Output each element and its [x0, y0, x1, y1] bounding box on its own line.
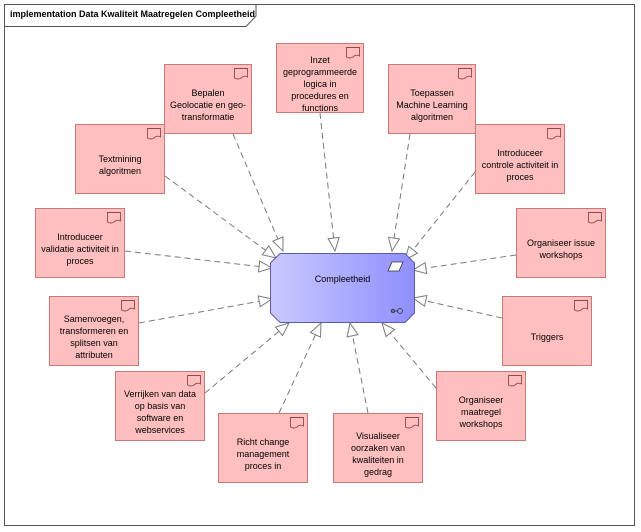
work-package-label: Visualiseer oorzaken van kwaliteiten in … — [350, 431, 406, 477]
work-package-label: Toepassen Machine Learning algoritmen — [396, 88, 468, 122]
work-package-geolocatie[interactable]: Bepalen Geolocatie en geo-transformatie — [164, 64, 252, 134]
work-package-maatregel-workshops[interactable]: Organiseer maatregel workshops — [436, 371, 526, 441]
work-package-label: Richt change management proces in — [236, 437, 290, 471]
work-package-icon — [121, 300, 135, 312]
work-package-icon — [508, 375, 522, 387]
realization-connector — [381, 322, 437, 389]
arrowhead — [261, 244, 278, 259]
work-package-oorzaken[interactable]: Visualiseer oorzaken van kwaliteiten in … — [333, 413, 423, 483]
realization-connector — [319, 112, 336, 252]
work-package-samenvoegen[interactable]: Samenvoegen, transformeren en splitsen v… — [49, 296, 139, 366]
work-package-machine-learning[interactable]: Toepassen Machine Learning algoritmen — [388, 64, 476, 134]
work-package-geprogrammeerde-logica[interactable]: Inzet geprogrammeerde logica in procedur… — [276, 43, 364, 113]
arrowhead — [381, 322, 396, 338]
work-package-label: Verrijken van data op basis van software… — [123, 389, 197, 435]
work-package-issue-workshops[interactable]: Organiseer issue workshops — [516, 208, 606, 278]
outcome-compleetheid[interactable] — [270, 253, 415, 323]
realization-connector — [391, 133, 411, 252]
realization-connector — [164, 175, 277, 259]
realization-connector — [404, 171, 476, 261]
work-package-icon — [547, 128, 561, 140]
work-package-label: Organiseer issue workshops — [526, 238, 596, 260]
work-package-validatie-activiteit[interactable]: Introduceer validatie activiteit in proc… — [35, 208, 125, 278]
realization-connector — [232, 133, 284, 252]
work-package-label: Bepalen Geolocatie en geo-transformatie — [169, 88, 247, 122]
work-package-label: Introduceer controle activiteit in proce… — [481, 148, 559, 182]
work-package-icon — [405, 417, 419, 429]
work-package-icon — [290, 417, 304, 429]
work-package-label: Samenvoegen, transformeren en splitsen v… — [59, 314, 129, 360]
realization-connector — [204, 322, 290, 394]
arrowhead — [257, 260, 274, 273]
work-package-controle-activiteit[interactable]: Introduceer controle activiteit in proce… — [475, 124, 565, 194]
work-package-label: Introduceer validatie activiteit in proc… — [41, 232, 119, 266]
work-package-label: Triggers — [530, 332, 564, 342]
work-package-icon — [574, 300, 588, 312]
work-package-verrijken[interactable]: Verrijken van data op basis van software… — [115, 371, 205, 441]
work-package-icon — [346, 47, 360, 59]
arrowhead — [411, 261, 428, 275]
work-package-icon — [187, 375, 201, 387]
work-package-label: Organiseer maatregel workshops — [458, 395, 504, 429]
work-package-icon — [234, 68, 248, 80]
arrowhead — [257, 295, 274, 308]
work-package-change-management[interactable]: Richt change management proces in — [218, 413, 308, 483]
work-package-icon — [458, 68, 472, 80]
diagram-title: implementation Data Kwaliteit Maatregele… — [10, 9, 256, 19]
realization-connector — [412, 297, 503, 319]
work-package-icon — [147, 128, 161, 140]
realization-connector — [349, 322, 369, 414]
arrowhead — [411, 294, 428, 308]
realization-connector — [278, 322, 322, 414]
arrowhead — [309, 321, 322, 338]
arrowhead — [271, 236, 284, 253]
work-package-label: Inzet geprogrammeerde logica in procedur… — [282, 55, 358, 113]
work-package-icon — [588, 212, 602, 224]
outcome-icon — [387, 261, 404, 314]
realization-connector — [138, 298, 273, 324]
work-package-textmining[interactable]: Textmining algoritmen — [75, 124, 165, 194]
work-package-triggers[interactable]: Triggers — [502, 296, 592, 366]
realization-connector — [412, 254, 517, 271]
work-package-label: Textmining algoritmen — [98, 154, 142, 176]
arrowhead — [346, 321, 359, 338]
work-package-icon — [107, 212, 121, 224]
realization-connector — [124, 250, 273, 269]
outcome-label: Compleetheid — [314, 274, 371, 284]
arrowhead — [387, 236, 401, 253]
arrowhead — [327, 236, 340, 253]
diagram-title-tab — [4, 4, 257, 27]
arrowhead — [274, 322, 290, 337]
